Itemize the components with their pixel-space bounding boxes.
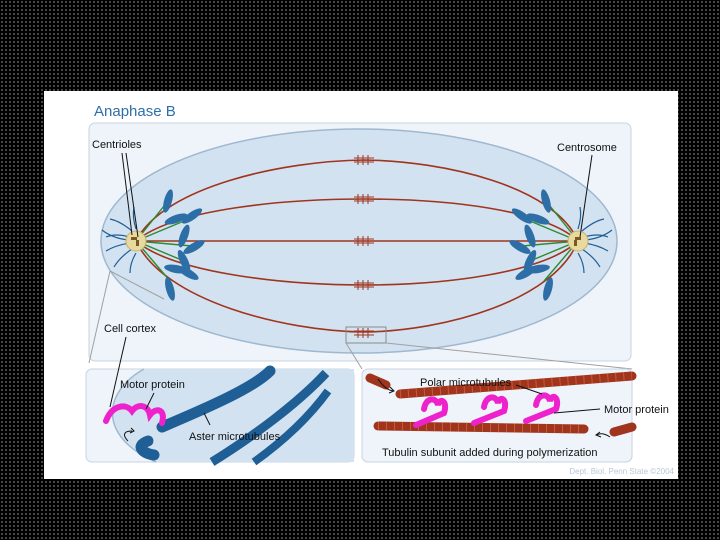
diagram-slide: Anaphase B	[44, 91, 678, 479]
top-leader-lines	[121, 152, 593, 238]
aster-rays-right	[577, 206, 613, 274]
label-motor-protein-left: Motor protein	[120, 379, 185, 391]
zoom-box-midzone	[345, 326, 387, 344]
label-tubulin-subunit: Tubulin subunit added during polymerizat…	[382, 447, 597, 459]
inset-midzone: Polar microtubules Motor protein Tubulin…	[361, 368, 669, 463]
inset-cortex: Motor protein Aster microtubules	[85, 336, 355, 466]
label-aster-microtubules: Aster microtubules	[189, 431, 281, 443]
credit-text: Dept. Biol. Penn State ©2004	[569, 467, 674, 476]
anaphase-b-diagram: Anaphase B	[85, 103, 675, 476]
overlap-zones	[354, 155, 374, 338]
label-motor-protein-right: Motor protein	[604, 404, 669, 416]
zoom-lines	[88, 270, 633, 370]
centrosome-left	[125, 230, 147, 252]
centrosome-right	[567, 230, 589, 252]
label-centrosome: Centrosome	[557, 142, 617, 154]
label-cell-cortex: Cell cortex	[104, 323, 156, 335]
label-polar-microtubules: Polar microtubules	[420, 377, 512, 389]
diagram-title: Anaphase B	[94, 103, 176, 120]
label-centrioles: Centrioles	[92, 139, 142, 151]
